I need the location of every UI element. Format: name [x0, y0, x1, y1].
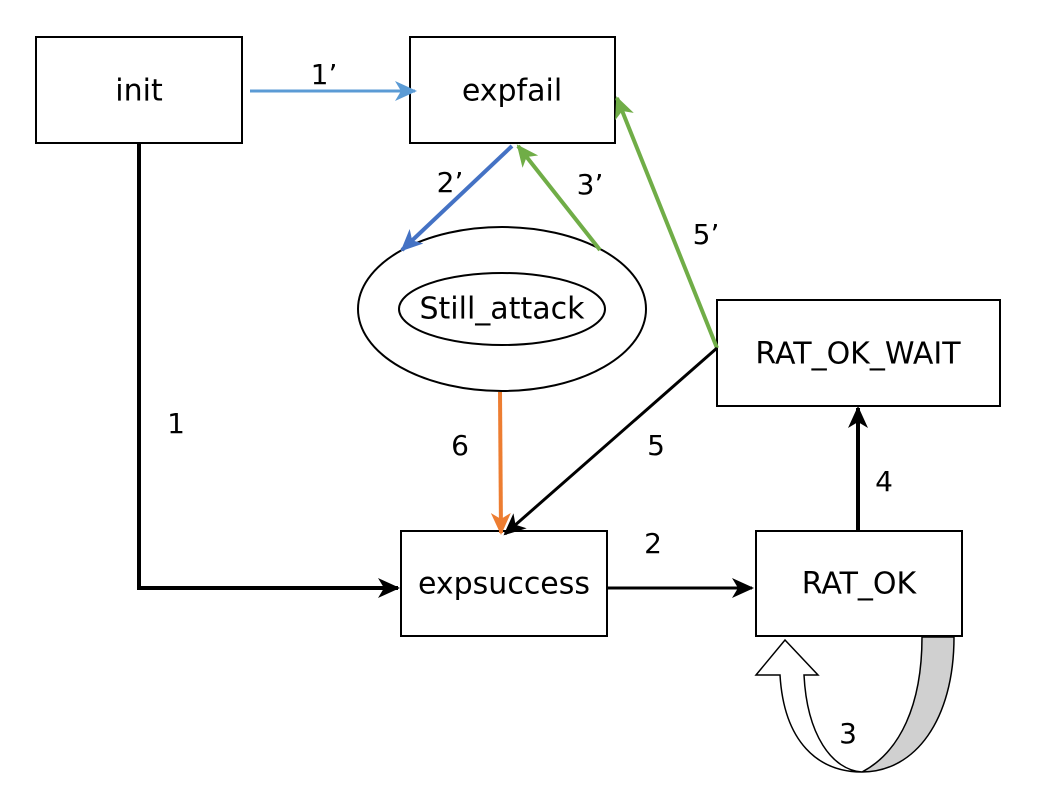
node-rat-ok-wait-label: RAT_OK_WAIT: [755, 337, 961, 372]
node-expfail: expfail: [409, 36, 616, 144]
self-loop-back-band: [861, 636, 955, 773]
node-still-attack-label: Still_attack: [420, 292, 586, 327]
edge-label-2: 2: [644, 527, 662, 560]
self-loop-rat-ok: [754, 636, 955, 773]
edge-label-3: 3: [839, 717, 857, 750]
edge-label-1: 1: [167, 407, 185, 440]
edge-label-2p: 2’: [437, 166, 464, 199]
edge-still-attack-to-expfail: [516, 144, 602, 252]
node-expsuccess: expsuccess: [400, 530, 608, 637]
edge-label-5p: 5’: [693, 218, 720, 251]
node-expfail-label: expfail: [462, 74, 562, 109]
edge-still-attack-to-expsuccess: [490, 391, 511, 535]
node-expsuccess-label: expsuccess: [418, 567, 590, 602]
edge-init-to-expsuccess: [137, 143, 400, 598]
node-rat-ok-wait: RAT_OK_WAIT: [716, 299, 1001, 407]
edge-rat-ok-wait-to-expfail: [615, 96, 719, 349]
edge-expfail-to-still-attack: [400, 144, 514, 252]
node-rat-ok-label: RAT_OK: [802, 567, 918, 602]
edge-label-6: 6: [451, 429, 469, 462]
edge-label-1p: 1’: [311, 58, 338, 91]
edge-label-4: 4: [875, 465, 893, 498]
edge-rat-ok-wait-to-expsuccess: [503, 346, 718, 536]
node-init: init: [35, 36, 243, 144]
node-rat-ok: RAT_OK: [755, 530, 963, 637]
self-loop-front-band: [754, 638, 863, 773]
node-still-attack: Still_attack: [357, 226, 647, 392]
edge-label-3p: 3’: [577, 168, 604, 201]
edge-label-5: 5: [647, 429, 665, 462]
node-init-label: init: [115, 74, 163, 109]
